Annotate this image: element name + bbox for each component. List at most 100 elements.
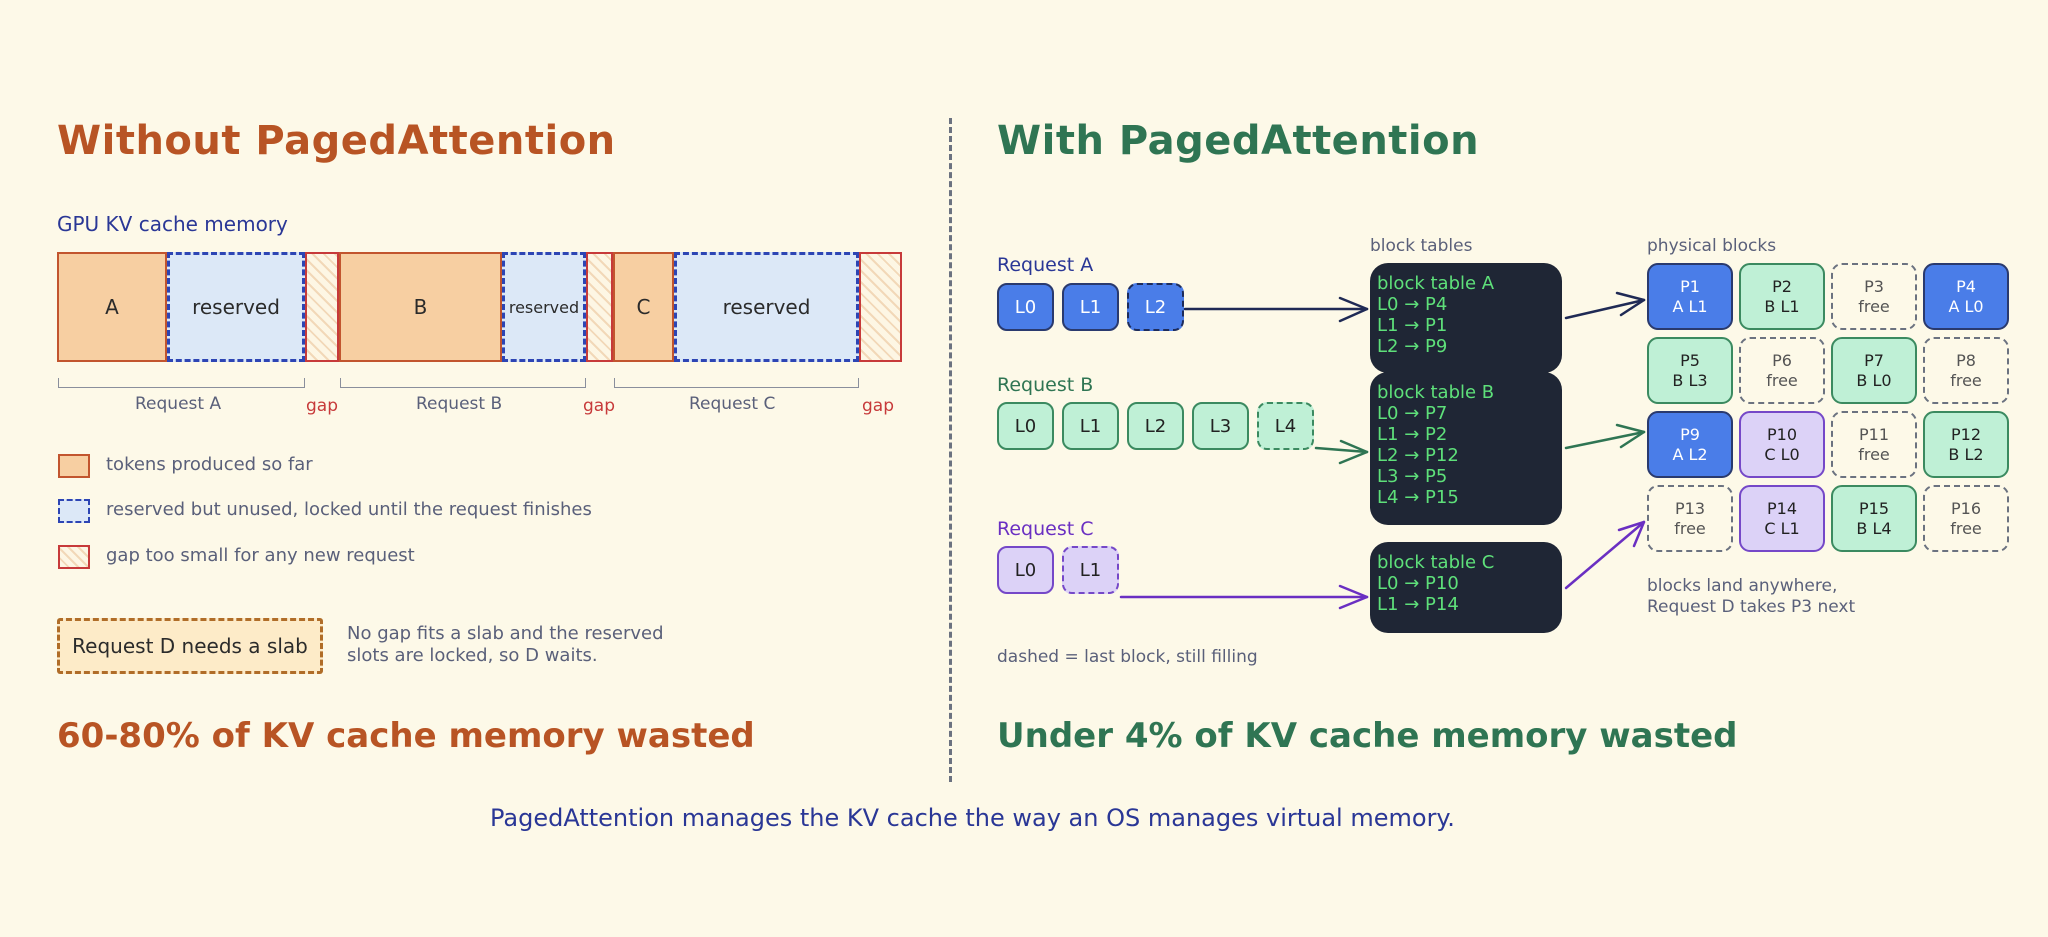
legend-swatch-gap [58, 545, 90, 569]
block-table-a-row: L1 → P1 [1377, 315, 1448, 336]
segment-a-reserved: reserved [167, 252, 305, 362]
physical-block-owner: free [1674, 518, 1706, 538]
request-c-token-l0: L0 [997, 546, 1054, 594]
memory-title: GPU KV cache memory [57, 212, 288, 236]
block-table-b-row: L3 → P5 [1377, 466, 1448, 487]
label-request-c: Request C [689, 394, 776, 414]
request-a-token-l0: L0 [997, 283, 1054, 331]
physical-block-id: P11 [1858, 424, 1889, 444]
arrow-request-a-to-table [1183, 296, 1369, 323]
block-table-a-title: block table A [1377, 273, 1495, 294]
left-waste-text: 60-80% of KV cache memory wasted [57, 716, 755, 756]
block-table-c-row: L0 → P10 [1377, 573, 1459, 594]
request-a-token-l2: L2 [1127, 283, 1184, 331]
request-b-token-l2: L2 [1127, 402, 1184, 450]
left-title: Without PagedAttention [57, 118, 616, 164]
segment-gap-2 [586, 252, 613, 362]
request-b-token-l4: L4 [1257, 402, 1314, 450]
physical-block-id: P13 [1674, 498, 1705, 518]
physical-block-owner: B L3 [1672, 370, 1708, 390]
physical-block-owner: C L1 [1764, 518, 1800, 538]
segment-gap-3 [859, 252, 902, 362]
label-gap-1: gap [306, 396, 338, 416]
request-a-label: Request A [997, 254, 1094, 276]
physical-block-id: P5 [1680, 350, 1700, 370]
block-table-b: block table B L0 → P7 L1 → P2 L2 → P12 L… [1370, 372, 1562, 525]
note-line-2: slots are locked, so D waits. [347, 645, 598, 666]
physical-block-owner: free [1858, 444, 1890, 464]
physical-block-id: P8 [1956, 350, 1976, 370]
physical-block-id: P10 [1766, 424, 1797, 444]
block-table-c-row: L1 → P14 [1377, 594, 1459, 615]
block-table-a-row: L0 → P4 [1377, 294, 1448, 315]
block-table-a-row: L2 → P9 [1377, 336, 1448, 357]
bracket-request-b [340, 378, 586, 388]
segment-b-reserved: reserved [502, 252, 586, 362]
physical-blocks-label: physical blocks [1647, 236, 1777, 256]
label-gap-3: gap [862, 396, 894, 416]
physical-block-owner: free [1950, 518, 1982, 538]
physical-block-id: P3 [1864, 276, 1884, 296]
block-table-b-row: L4 → P15 [1377, 487, 1459, 508]
blocks-note-line-2: Request D takes P3 next [1647, 597, 1856, 617]
request-b-token-l3: L3 [1192, 402, 1249, 450]
physical-block-owner: free [1766, 370, 1798, 390]
segment-c-tokens: C [613, 252, 674, 362]
right-waste-text: Under 4% of KV cache memory wasted [997, 716, 1738, 756]
note-line-1: No gap fits a slab and the reserved [347, 623, 664, 644]
label-request-a: Request A [135, 394, 222, 414]
block-table-b-row: L0 → P7 [1377, 403, 1448, 424]
physical-block-id: P2 [1772, 276, 1792, 296]
physical-block-id: P9 [1680, 424, 1700, 444]
physical-block-owner: C L0 [1764, 444, 1800, 464]
legend-gap: gap too small for any new request [106, 545, 415, 566]
request-b-label: Request B [997, 374, 1094, 396]
block-table-b-row: L2 → P12 [1377, 445, 1459, 466]
block-table-b-title: block table B [1377, 382, 1495, 403]
block-tables-label: block tables [1370, 236, 1473, 256]
request-b-token-l0: L0 [997, 402, 1054, 450]
request-c-token-l1: L1 [1062, 546, 1119, 594]
bracket-request-a [58, 378, 305, 388]
physical-block-owner: B L1 [1764, 296, 1800, 316]
physical-block-owner: B L0 [1856, 370, 1892, 390]
physical-block-id: P7 [1864, 350, 1884, 370]
legend-swatch-tokens [58, 454, 90, 478]
legend-swatch-reserved [58, 499, 90, 523]
blocks-note-line-1: blocks land anywhere, [1647, 576, 1838, 596]
physical-block-id: P14 [1766, 498, 1797, 518]
block-table-c: block table C L0 → P10 L1 → P14 [1370, 542, 1562, 633]
physical-block-id: P1 [1680, 276, 1700, 296]
physical-block-owner: A L2 [1672, 444, 1708, 464]
physical-block-owner: free [1858, 296, 1890, 316]
physical-block-id: P6 [1772, 350, 1792, 370]
arrow-table-c-to-blocks [1564, 520, 1646, 590]
physical-block-owner: A L0 [1948, 296, 1984, 316]
footer-caption: PagedAttention manages the KV cache the … [490, 804, 1455, 832]
request-b-token-l1: L1 [1062, 402, 1119, 450]
physical-block-owner: free [1950, 370, 1982, 390]
block-table-a: block table A L0 → P4 L1 → P1 L2 → P9 [1370, 263, 1562, 373]
label-request-b: Request B [416, 394, 503, 414]
arrow-request-b-to-table [1314, 439, 1369, 465]
dashed-note: dashed = last block, still filling [997, 647, 1258, 667]
block-table-b-row: L1 → P2 [1377, 424, 1448, 445]
label-gap-2: gap [583, 396, 615, 416]
physical-block-owner: B L4 [1856, 518, 1892, 538]
legend-reserved: reserved but unused, locked until the re… [106, 499, 592, 520]
